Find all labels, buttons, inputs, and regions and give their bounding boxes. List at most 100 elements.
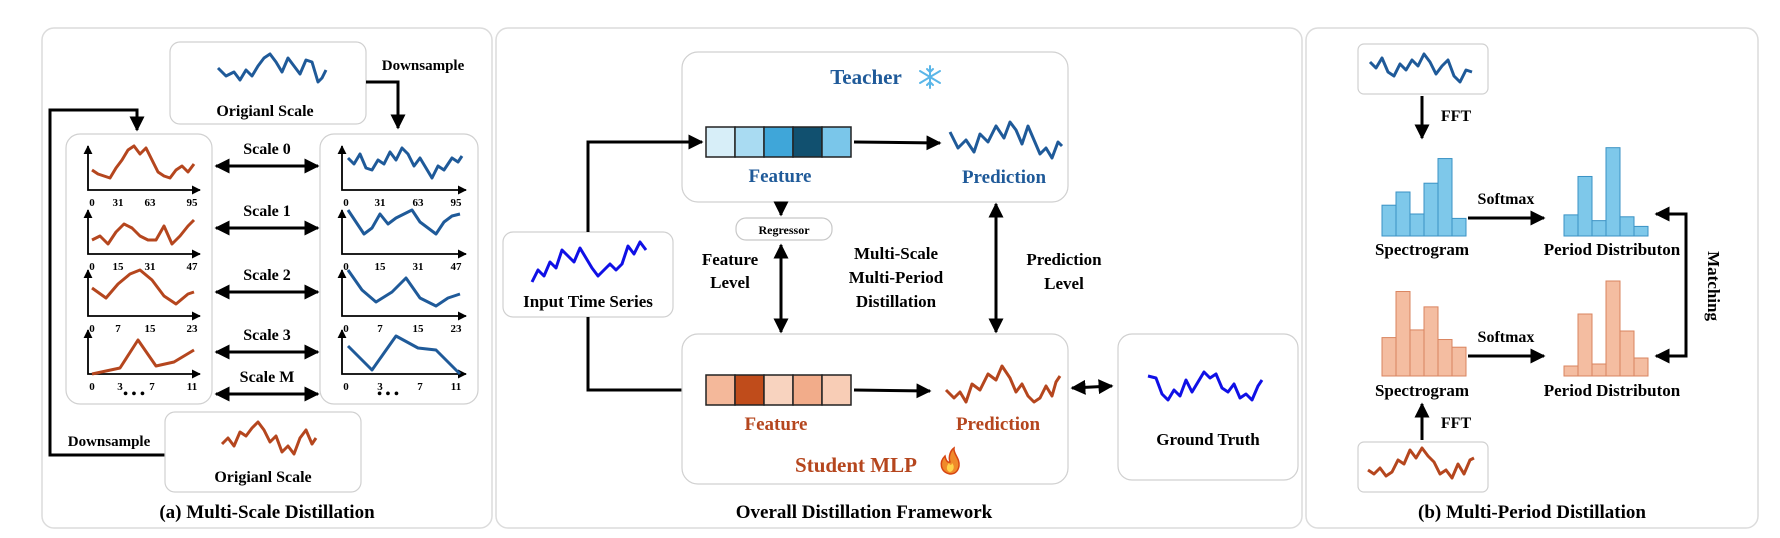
- student-tick-label: 0: [89, 381, 95, 393]
- teacher-feature-to-prediction-arrow: [853, 135, 942, 151]
- center-text-line3: Distillation: [856, 292, 937, 311]
- teacher-tick-label: 31: [375, 197, 386, 209]
- regressor-label: Regressor: [758, 223, 810, 237]
- prediction-ground-truth-arrow: [1070, 379, 1114, 395]
- teacher-tick-label: 95: [451, 197, 463, 209]
- regressor-box: [735, 217, 833, 241]
- scale-label: Scale 2: [243, 267, 291, 284]
- spectrum-bar: [1423, 306, 1439, 377]
- spectrum-bar: [1451, 346, 1467, 377]
- matching-arrow: [1654, 206, 1688, 364]
- student-scale-series: [91, 218, 196, 246]
- feature-cell: [821, 126, 852, 158]
- student-tick-label: 31: [145, 261, 156, 273]
- teacher-tick-label: 31: [413, 261, 424, 273]
- prediction-level-line1: Prediction: [1026, 250, 1102, 269]
- spectrogram-bottom-label: Spectrogram: [1375, 381, 1469, 400]
- downsample-top-label: Downsample: [382, 58, 465, 74]
- teacher-tick-label: 3: [377, 381, 383, 393]
- student-feature-vector: [705, 374, 852, 406]
- student-scale-series: [91, 338, 195, 376]
- teacher-box: [681, 51, 1069, 203]
- spectrum-bar: [1591, 363, 1607, 377]
- feature-cell: [792, 126, 823, 158]
- teacher-prediction-label: Prediction: [962, 167, 1047, 188]
- period-top-bars: [1563, 147, 1649, 237]
- spectrum-bar: [1563, 365, 1579, 377]
- teacher-prediction-series: [948, 120, 1064, 160]
- student-tick-label: 11: [187, 381, 197, 393]
- softmax-bottom-label: Softmax: [1478, 329, 1535, 346]
- spectrum-bar: [1619, 216, 1635, 237]
- student-box: [681, 333, 1069, 485]
- spectrum-bar: [1381, 337, 1397, 377]
- student-prediction-series: [944, 364, 1062, 404]
- original-scale-bottom-series: [220, 420, 318, 456]
- scale-label: Scale 3: [243, 327, 291, 344]
- feature-cell: [821, 374, 852, 406]
- student-axis: [83, 269, 201, 321]
- multi-scale-caption: (a) Multi-Scale Distillation: [159, 502, 375, 523]
- teacher-tick-label: 15: [375, 261, 387, 273]
- framework-caption: Overall Distillation Framework: [736, 502, 993, 523]
- fft-bottom-label: FFT: [1441, 415, 1472, 432]
- downsample-left-arrow: [48, 108, 170, 457]
- student-prediction-label: Prediction: [956, 414, 1041, 435]
- teacher-axis: [337, 145, 467, 195]
- scale-label: Scale 0: [243, 141, 291, 158]
- teacher-tick-label: 0: [343, 323, 349, 335]
- student-tick-label: 3: [117, 381, 123, 393]
- student-scale-series: [91, 268, 195, 306]
- student-feature-label: Feature: [745, 414, 808, 435]
- spectrogram-top-bars: [1381, 158, 1467, 237]
- matching-label: Matching: [1704, 251, 1723, 321]
- student-tick-label: 31: [113, 197, 124, 209]
- student-tick-label: 15: [145, 323, 157, 335]
- spectrum-bar: [1381, 204, 1397, 237]
- original-scale-bottom-label: Origianl Scale: [214, 469, 311, 486]
- period-top-label: Period Distributon: [1544, 240, 1681, 259]
- student-tick-label: 63: [145, 197, 157, 209]
- bottom-series: [1367, 446, 1475, 480]
- period-bottom-bars: [1563, 280, 1649, 377]
- spectrum-bar: [1395, 191, 1411, 237]
- fft-top-label: FFT: [1441, 108, 1472, 125]
- spectrum-bar: [1619, 330, 1635, 377]
- center-text-line2: Multi-Period: [849, 268, 944, 287]
- feature-cell: [763, 126, 794, 158]
- student-tick-label: 0: [89, 261, 95, 273]
- teacher-scale-series: [346, 334, 462, 376]
- student-tick-label: 23: [187, 323, 199, 335]
- student-tick-label: 7: [115, 323, 121, 335]
- ellipsis: • • •: [123, 387, 145, 402]
- feature-cell: [734, 374, 765, 406]
- feature-cell: [705, 126, 736, 158]
- feature-level-line1: Feature: [702, 250, 759, 269]
- spectrum-bar: [1451, 217, 1467, 237]
- top-series-box: [1357, 43, 1489, 95]
- teacher-tick-label: 63: [413, 197, 425, 209]
- student-scale-series: [91, 144, 196, 180]
- teacher-scale-series: [346, 146, 464, 180]
- top-series: [1368, 52, 1473, 84]
- spectrum-bar: [1563, 214, 1579, 237]
- teacher-feature-label: Feature: [749, 166, 812, 187]
- spectrum-bar: [1633, 225, 1649, 237]
- spectrum-bar: [1633, 357, 1649, 377]
- teacher-tick-label: 0: [343, 197, 349, 209]
- teacher-scale-series: [346, 208, 461, 236]
- student-axis: [83, 209, 201, 259]
- teacher-axis: [337, 329, 467, 379]
- teacher-tick-label: 0: [343, 381, 349, 393]
- original-scale-box-bottom: [164, 411, 362, 493]
- spectrum-bar: [1409, 213, 1425, 237]
- student-axis: [83, 145, 201, 195]
- feature-cell: [792, 374, 823, 406]
- feature-cell: [763, 374, 794, 406]
- spectrum-bar: [1409, 329, 1425, 377]
- student-tick-label: 7: [149, 381, 155, 393]
- ellipsis: • • •: [377, 387, 399, 402]
- softmax-top-label: Softmax: [1478, 191, 1535, 208]
- teacher-tick-label: 11: [451, 381, 461, 393]
